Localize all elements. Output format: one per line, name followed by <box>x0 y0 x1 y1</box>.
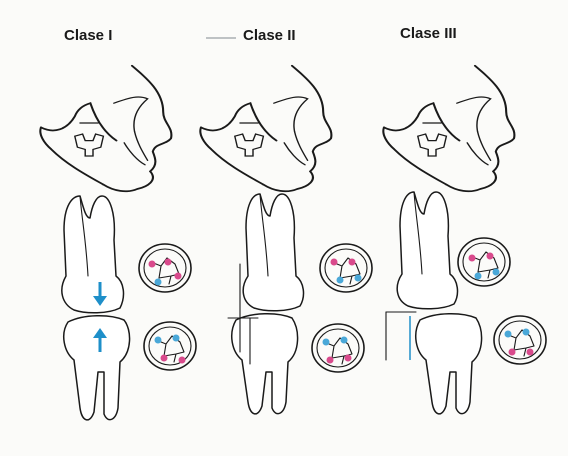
jaw-profile-clase-ii <box>200 38 331 191</box>
panel-label-clase-ii: Clase II <box>243 27 296 44</box>
occlusal-view-clase-ii <box>312 244 372 372</box>
molar-pair-clase-i <box>62 196 130 420</box>
panel-label-clase-i: Clase I <box>64 27 112 44</box>
jaw-profile-clase-i <box>40 66 171 191</box>
jaw-profile-clase-iii <box>383 66 514 191</box>
molar-pair-clase-ii <box>228 194 303 414</box>
molar-pair-clase-iii <box>386 192 482 414</box>
panel-label-clase-iii: Clase III <box>400 25 457 42</box>
occlusal-view-clase-i <box>139 244 196 370</box>
